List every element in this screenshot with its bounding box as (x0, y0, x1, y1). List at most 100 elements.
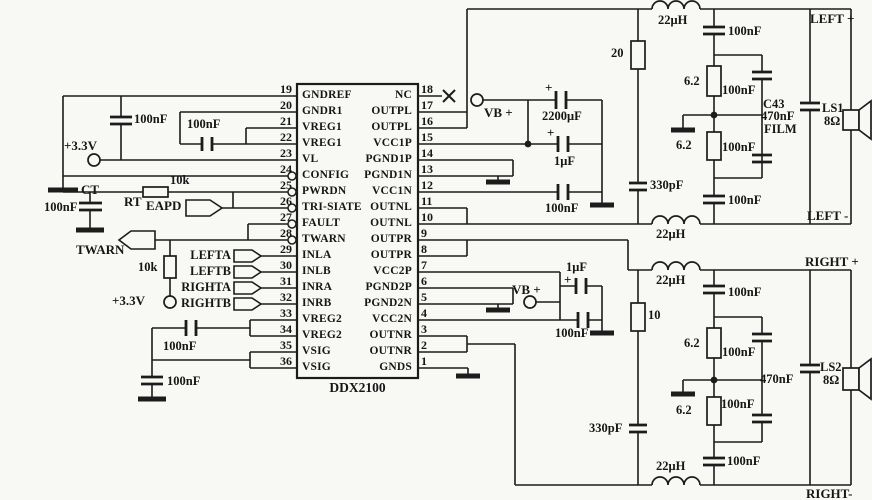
capacitor-plates (79, 25, 820, 467)
ic-pin-label: PGND1P (365, 153, 412, 165)
ic-pin-number: 32 (280, 290, 292, 304)
cap-value-label: 100nF (722, 345, 756, 359)
ic-pin-number: 10 (421, 210, 433, 224)
resistors (142, 40, 722, 426)
ground-bars (48, 127, 695, 402)
ic-pin-label: OUTPL (371, 105, 412, 117)
supply-label-vb: VB + (484, 105, 513, 120)
input-flag-icon (233, 297, 263, 311)
ic-pin-number: 16 (421, 114, 433, 128)
speaker-impedance-label: 8Ω (823, 373, 840, 387)
resistor-icon (630, 302, 646, 332)
cap-value-label: 100nF (163, 339, 197, 353)
ic-pin-number: 33 (280, 306, 292, 320)
output-label: RIGHT- (806, 486, 853, 500)
ic-pin-number: 26 (280, 194, 292, 208)
cap-value-label: 1μF (554, 154, 575, 168)
resistor-icon (163, 255, 177, 279)
bubble-icon (287, 235, 297, 245)
pin-bubbles (287, 171, 297, 245)
inductor-value-label: 22μH (658, 13, 688, 27)
supply-terminal-icon (470, 93, 484, 107)
resistor-icon (706, 65, 722, 97)
ic-pin-number: 21 (280, 114, 292, 128)
ic-pin-label: OUTPR (370, 249, 412, 261)
input-label: RIGHTA (181, 280, 231, 294)
ic-pin-label: OUTNL (370, 217, 412, 229)
bubble-icon (287, 187, 297, 197)
inductor-icon (651, 0, 701, 10)
supply-terminal-icon (163, 295, 177, 309)
cap-value-label: 100nF (727, 454, 761, 468)
ic-body (295, 82, 420, 380)
ic-pin-label: GNDREF (302, 89, 352, 101)
ic-pin-number: 12 (421, 178, 433, 192)
ic-pin-number: 35 (280, 338, 292, 352)
speaker-impedance-label: 8Ω (824, 114, 841, 128)
ic-pin-label: GNDS (379, 361, 412, 373)
resistor-value-label: 6.2 (676, 403, 692, 417)
ic-pin-number: 8 (421, 242, 427, 256)
ic-pin-number: 25 (280, 178, 292, 192)
junction-dot (710, 111, 718, 119)
resistor-value-label: 6.2 (684, 336, 700, 350)
net-label-rt: RT (124, 194, 142, 209)
wires (62, 8, 852, 486)
ic-pin-number: 18 (421, 82, 433, 96)
speaker-icon (842, 357, 872, 401)
ic-pin-number: 24 (280, 162, 292, 176)
ic-pin-label: VCC2P (373, 265, 412, 277)
supply-terminal-icon (87, 153, 101, 167)
ic-pin-label: NC (394, 89, 412, 101)
ic-pin-number: 5 (421, 290, 427, 304)
eapd-flag-icon (185, 199, 224, 217)
ic-pin-label: VREG1 (302, 121, 342, 133)
output-label: LEFT - (807, 208, 849, 223)
supply-label: +3.3V (112, 293, 146, 308)
supply-label: +3.3V (64, 138, 98, 153)
ic-pin-label: INLB (302, 265, 331, 277)
inductor-icon (651, 215, 701, 225)
inductor-value-label: 22μH (656, 459, 686, 473)
resistor-icon (630, 40, 646, 70)
cap-ref-label: C43 (763, 97, 785, 111)
cap-type-label: FILM (764, 122, 797, 136)
speaker-icon (842, 99, 872, 141)
ic-pin-number: 15 (421, 130, 433, 144)
ic-pin-label: CONFIG (302, 169, 350, 181)
ic-pin-number: 20 (280, 98, 292, 112)
junction-dots (524, 111, 718, 384)
net-label-twarn: TWARN (76, 242, 125, 257)
input-label: RIGHTB (180, 296, 231, 310)
ic-pin-label: OUTNL (370, 201, 412, 213)
ic-pin-label: GNDR1 (302, 105, 343, 117)
ic-pin-label: VL (302, 153, 319, 165)
inductor-icon (651, 261, 701, 271)
ic-pin-label: VSIG (302, 345, 331, 357)
cap-value-label: 100nF (545, 201, 579, 215)
ic-pin-number: 36 (280, 354, 292, 368)
ic-pin-label: VCC1P (373, 137, 412, 149)
polarity-plus: + (547, 125, 555, 140)
cap-value-label: 100nF (555, 326, 589, 340)
ic-pin-label: VSIG (302, 361, 331, 373)
cap-value-label: 470nF (760, 372, 794, 386)
input-flag-icon (233, 265, 263, 279)
ic-pin-number: 11 (421, 194, 433, 208)
ic-pin-number: 29 (280, 242, 292, 256)
ic-pin-label: OUTNR (369, 345, 412, 357)
ic-name: DDX2100 (329, 380, 386, 395)
input-flag-icon (233, 249, 263, 263)
ic-pin-number: 6 (421, 274, 427, 288)
ic-pin-number: 23 (280, 146, 292, 160)
polarity-plus: + (564, 272, 572, 287)
ic-pin-number: 7 (421, 258, 427, 272)
ic-pin-label: OUTNR (369, 329, 412, 341)
cap-value-label: 100nF (728, 24, 762, 38)
ic-pin-number: 27 (280, 210, 292, 224)
output-label: RIGHT + (805, 254, 859, 269)
ic-pin-label: TRI-SIATE (302, 201, 362, 213)
ic-pin-number: 31 (280, 274, 292, 288)
